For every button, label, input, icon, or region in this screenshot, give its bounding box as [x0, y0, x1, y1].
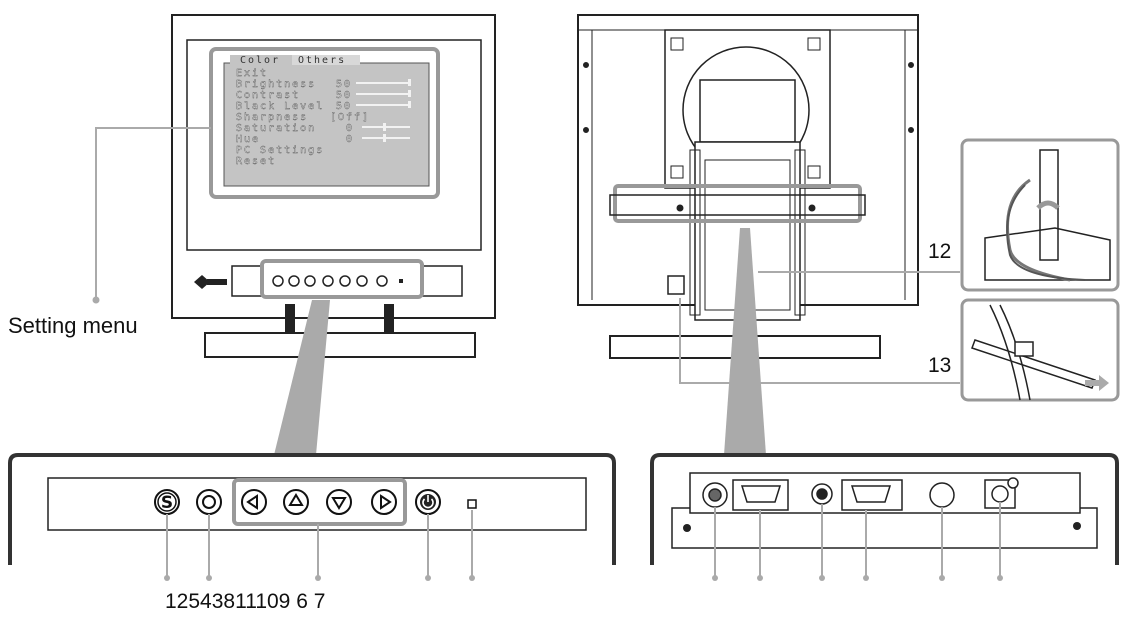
osd-menu-items: Exit Brightness Contrast Black Level Sha…: [236, 68, 370, 167]
osd-item-sharpness[interactable]: Sharpness: [236, 112, 308, 123]
triangle-up-icon: [288, 493, 304, 506]
osd-item-exit[interactable]: Exit: [236, 68, 268, 79]
front-callout-numbers: 12543811109 6 7: [165, 590, 325, 613]
osd-sliders: [356, 79, 411, 142]
osd-value-hue: 0: [346, 134, 354, 145]
brand-logo-icon: [194, 275, 227, 289]
osd-item-black-level[interactable]: Black Level: [236, 101, 324, 112]
power-icon: [422, 498, 434, 509]
left-button[interactable]: [241, 489, 267, 515]
osd-tab-color[interactable]: Color: [240, 55, 280, 66]
callout-12-label: 12: [928, 240, 951, 263]
pull-arrow-icon: [1085, 375, 1109, 391]
power-button[interactable]: [415, 489, 441, 515]
osd-value-saturation: 0: [346, 123, 354, 134]
osd-item-saturation[interactable]: Saturation: [236, 123, 316, 134]
triangle-right-icon: [380, 494, 392, 510]
osd-item-pc-settings[interactable]: PC Settings: [236, 145, 324, 156]
front-buttons: S: [154, 489, 477, 515]
power-connector[interactable]: [984, 477, 1019, 509]
osd-item-reset[interactable]: Reset: [236, 156, 276, 167]
right-button[interactable]: [371, 489, 397, 515]
rear-callout-lines: [679, 271, 960, 384]
power-indicator: [467, 499, 477, 509]
enter-button[interactable]: [196, 489, 222, 515]
vga-port-1[interactable]: [732, 479, 789, 511]
up-button[interactable]: [283, 489, 309, 515]
osd-value-black-level: 50: [336, 101, 352, 112]
osd-value-brightness: 50: [336, 79, 352, 90]
front-control-panel: [8, 453, 616, 565]
osd-tab-others[interactable]: Others: [298, 55, 346, 66]
small-button-row: [272, 275, 403, 287]
triangle-left-icon: [246, 494, 258, 510]
front-monitor: Color Others Exit Brightness Contrast Bl…: [92, 14, 496, 358]
osd-item-hue[interactable]: Hue: [236, 134, 260, 145]
cable-detail-inset-12: [960, 138, 1120, 292]
s-button[interactable]: S: [154, 489, 180, 515]
callout-13-label: 13: [928, 354, 951, 377]
down-button[interactable]: [326, 489, 352, 515]
osd-item-contrast[interactable]: Contrast: [236, 90, 300, 101]
rear-callout-lines-bottom: [712, 502, 1003, 581]
osd-item-brightness[interactable]: Brightness: [236, 79, 316, 90]
circle-icon: [202, 495, 216, 509]
round-port[interactable]: [929, 482, 955, 508]
osd-value-contrast: 50: [336, 90, 352, 101]
vga-port-2[interactable]: [841, 479, 903, 511]
audio-port[interactable]: [811, 483, 833, 505]
triangle-down-icon: [331, 497, 347, 510]
setting-menu-label: Setting menu: [8, 313, 138, 338]
front-callout-lines: [164, 510, 475, 581]
dc-in-port[interactable]: [702, 482, 728, 508]
s-button-glyph: S: [161, 493, 173, 513]
cable-tie-detail-inset-13: [960, 298, 1120, 402]
osd-value-sharpness: [Off]: [330, 112, 370, 123]
